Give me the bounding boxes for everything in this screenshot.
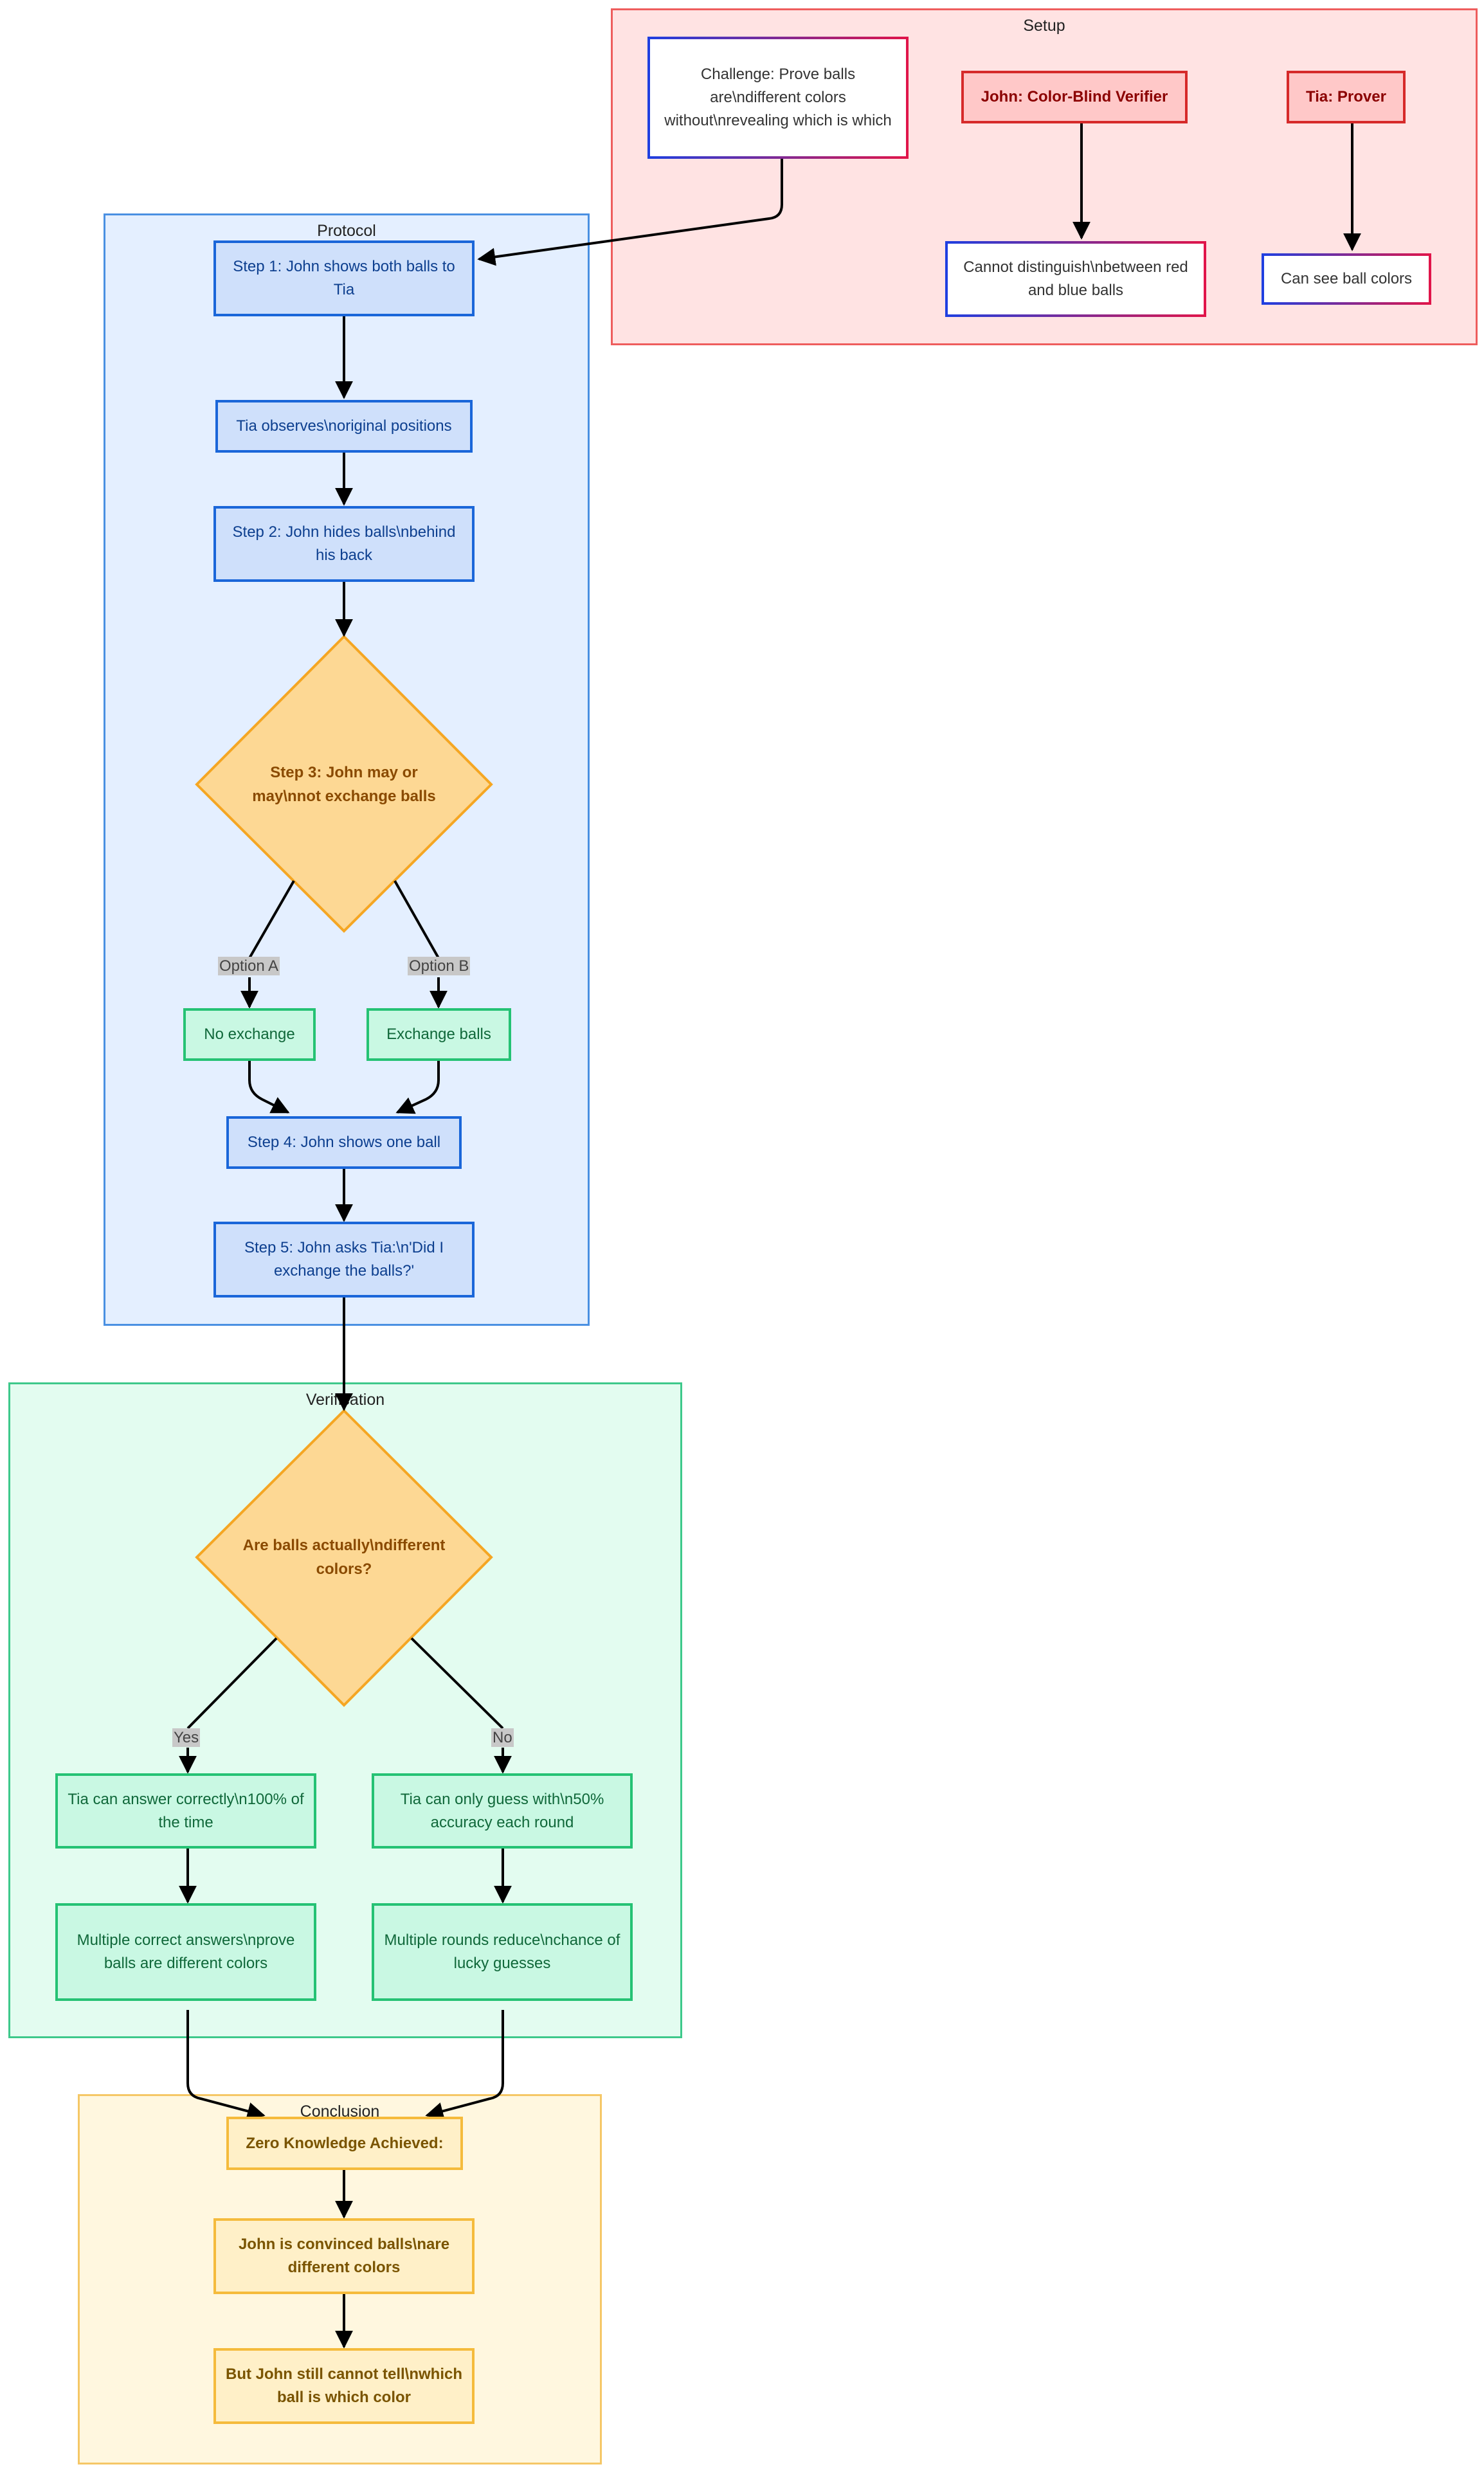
node-step1: Step 1: John shows both balls to Tia <box>213 240 475 316</box>
edge-exchange-step4 <box>395 1061 440 1114</box>
node-step4: Step 4: John shows one ball <box>226 1116 462 1169</box>
node-still-cannot: But John still cannot tell\nwhich ball i… <box>213 2348 475 2424</box>
node-tia-prover: Tia: Prover <box>1287 71 1406 123</box>
edge-challenge-step1 <box>477 158 783 266</box>
decision-diamond-step3 <box>195 635 493 933</box>
node-no-exchange: No exchange <box>183 1008 316 1061</box>
node-john-verifier: John: Color-Blind Verifier <box>961 71 1188 123</box>
node-challenge: Challenge: Prove balls are\ndifferent co… <box>647 37 909 159</box>
node-can-see-colors: Can see ball colors <box>1262 253 1431 305</box>
edge-multicorrect-zk <box>186 2010 266 2121</box>
decision-step3-label: Step 3: John may or may\nnot exchange ba… <box>252 764 436 805</box>
node-tia-observes: Tia observes\noriginal positions <box>215 400 473 453</box>
node-exchange-balls: Exchange balls <box>366 1008 511 1061</box>
cluster-setup-title: Setup <box>1023 17 1065 35</box>
edge-decision-no <box>410 1637 504 1730</box>
node-step2: Step 2: John hides balls\nbehind his bac… <box>213 506 475 582</box>
node-cannot-distinguish: Cannot distinguish\nbetween red and blue… <box>945 241 1206 317</box>
edge-step3-optionb <box>394 880 440 959</box>
edge-label-no: No <box>491 1728 514 1747</box>
edge-noexchange-step4 <box>248 1061 290 1114</box>
edge-label-option-b: Option B <box>408 957 471 975</box>
node-multiple-rounds: Multiple rounds reduce\nchance of lucky … <box>372 1903 633 2001</box>
node-zero-knowledge: Zero Knowledge Achieved: <box>226 2117 463 2170</box>
node-convinced: John is convinced balls\nare different c… <box>213 2218 475 2294</box>
decision-diamond-verification <box>195 1409 493 1707</box>
edge-step3-optiona <box>248 880 295 959</box>
node-tia-guess: Tia can only guess with\n50% accuracy ea… <box>372 1773 633 1849</box>
cluster-protocol-title: Protocol <box>317 222 376 240</box>
edge-multirounds-zk <box>425 2010 504 2121</box>
node-multiple-correct: Multiple correct answers\nprove balls ar… <box>55 1903 316 2001</box>
edge-label-option-a: Option A <box>218 957 280 975</box>
node-tia-correct: Tia can answer correctly\n100% of the ti… <box>55 1773 316 1849</box>
node-step5: Step 5: John asks Tia:\n'Did I exchange … <box>213 1222 475 1298</box>
edge-decision-yes <box>186 1637 278 1730</box>
edge-label-yes: Yes <box>172 1728 201 1747</box>
decision-verification-label: Are balls actually\ndifferent colors? <box>242 1537 446 1578</box>
